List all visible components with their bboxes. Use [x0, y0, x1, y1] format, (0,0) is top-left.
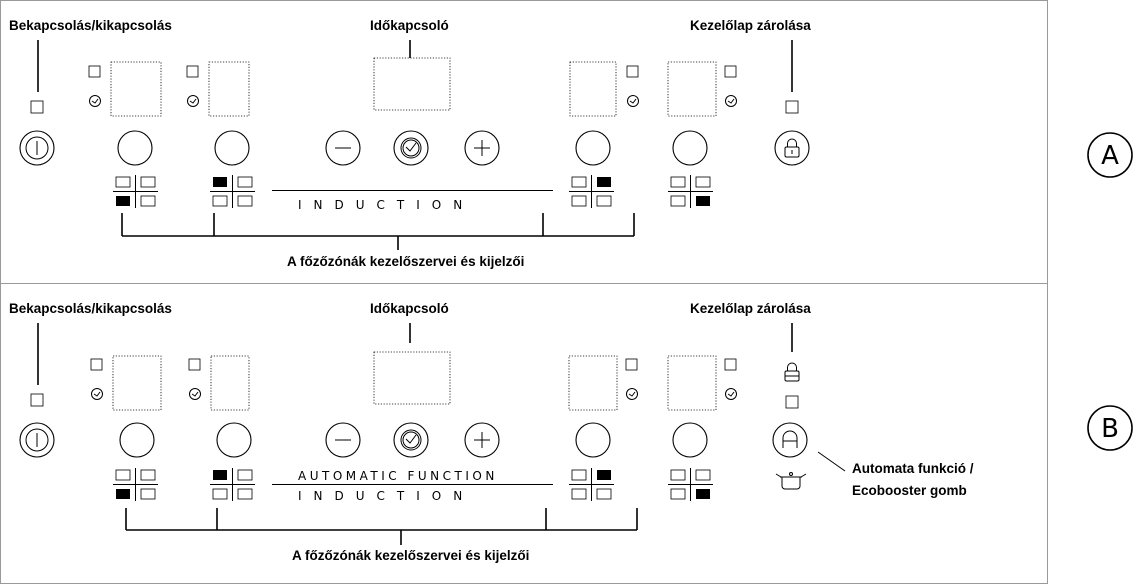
zone2-position-indicator: [210, 175, 255, 208]
zone4-display: [667, 355, 717, 411]
timer-display: [373, 57, 451, 111]
zone3-display: [569, 61, 617, 117]
zone2-position-indicator: [210, 468, 255, 501]
auto-function-label-line1: Automata funkció /: [852, 461, 974, 476]
zones-bracket: [121, 213, 635, 250]
plus-button[interactable]: [464, 422, 500, 458]
zone1-position-indicator: [113, 468, 158, 501]
power-label: Bekapcsolás/kikapcsolás: [9, 18, 172, 33]
zone3-indicator-led: [626, 65, 639, 78]
lock-label: Kezelőlap zárolása: [690, 18, 811, 33]
timer-label: Időkapcsoló: [370, 18, 449, 33]
auto-function-label-line2: Ecobooster gomb: [852, 483, 967, 498]
zone1-timer-icon: [89, 95, 101, 107]
minus-button[interactable]: [325, 422, 361, 458]
power-button[interactable]: [19, 422, 55, 458]
ecobooster-pot-icon: [775, 472, 807, 490]
timer-button[interactable]: [393, 422, 429, 458]
zone3-indicator-led: [625, 358, 638, 371]
induction-text: INDUCTION: [298, 198, 474, 212]
lock-label: Kezelőlap zárolása: [690, 301, 811, 316]
zones-bracket: [125, 508, 638, 545]
zone2-timer-icon: [189, 388, 201, 400]
zone4-timer-icon: [725, 95, 737, 107]
zone1-display: [110, 61, 162, 117]
zone4-timer-icon: [725, 388, 737, 400]
zone3-timer-icon: [627, 95, 639, 107]
power-button[interactable]: [19, 130, 55, 166]
lock-icon: [784, 362, 800, 382]
zone3-display: [568, 355, 618, 411]
zone4-position-indicator: [668, 468, 713, 501]
zone1-position-indicator: [113, 175, 158, 208]
zone4-display: [667, 61, 717, 117]
zone2-button[interactable]: [214, 130, 250, 166]
panel-b: Bekapcsolás/kikapcsolás Időkapcsoló Keze…: [9, 301, 1133, 563]
auto-function-leader: [817, 451, 846, 472]
automatic-function-text: AUTOMATIC FUNCTION: [298, 469, 498, 483]
zone3-position-indicator: [569, 175, 614, 208]
panel-a: Bekapcsolás/kikapcsolás Időkapcsoló Keze…: [9, 18, 1133, 269]
zone2-display: [210, 355, 250, 411]
panel-b-badge: [1087, 405, 1133, 451]
zone2-timer-icon: [187, 95, 199, 107]
power-indicator-led: [30, 393, 44, 407]
auto-function-button[interactable]: [772, 422, 808, 458]
zone2-button[interactable]: [216, 422, 252, 458]
panel-a-letter: A: [1101, 141, 1119, 171]
timer-label: Időkapcsoló: [370, 301, 449, 316]
lock-indicator-led: [785, 100, 799, 114]
lock-indicator-led: [785, 395, 799, 409]
zone1-display: [112, 355, 162, 411]
zone1-button[interactable]: [119, 422, 155, 458]
panel-a-badge: [1087, 132, 1133, 178]
zone2-indicator-led: [186, 65, 199, 78]
zone2-display: [208, 61, 250, 117]
zone4-button[interactable]: [672, 130, 708, 166]
zones-label: A főzőzónák kezelőszervei és kijelzői: [287, 254, 524, 269]
zone3-button[interactable]: [575, 422, 611, 458]
zone4-button[interactable]: [672, 422, 708, 458]
timer-button[interactable]: [393, 130, 429, 166]
zone2-indicator-led: [188, 358, 201, 371]
zone4-indicator-led: [724, 65, 737, 78]
zone4-indicator-led: [724, 358, 737, 371]
panel-b-letter: B: [1101, 414, 1119, 444]
lock-button[interactable]: [774, 130, 810, 166]
minus-button[interactable]: [325, 130, 361, 166]
zone1-indicator-led: [88, 65, 101, 78]
zone3-button[interactable]: [575, 130, 611, 166]
plus-button[interactable]: [464, 130, 500, 166]
zone3-timer-icon: [626, 388, 638, 400]
zones-label: A főzőzónák kezelőszervei és kijelzői: [292, 548, 529, 563]
induction-text: INDUCTION: [298, 489, 474, 503]
zone1-indicator-led: [90, 358, 103, 371]
zone4-position-indicator: [668, 175, 713, 208]
zone1-button[interactable]: [117, 130, 153, 166]
timer-display: [373, 351, 451, 405]
zone1-timer-icon: [91, 388, 103, 400]
zone3-position-indicator: [569, 468, 614, 501]
power-label: Bekapcsolás/kikapcsolás: [9, 301, 172, 316]
power-indicator-led: [30, 100, 44, 114]
